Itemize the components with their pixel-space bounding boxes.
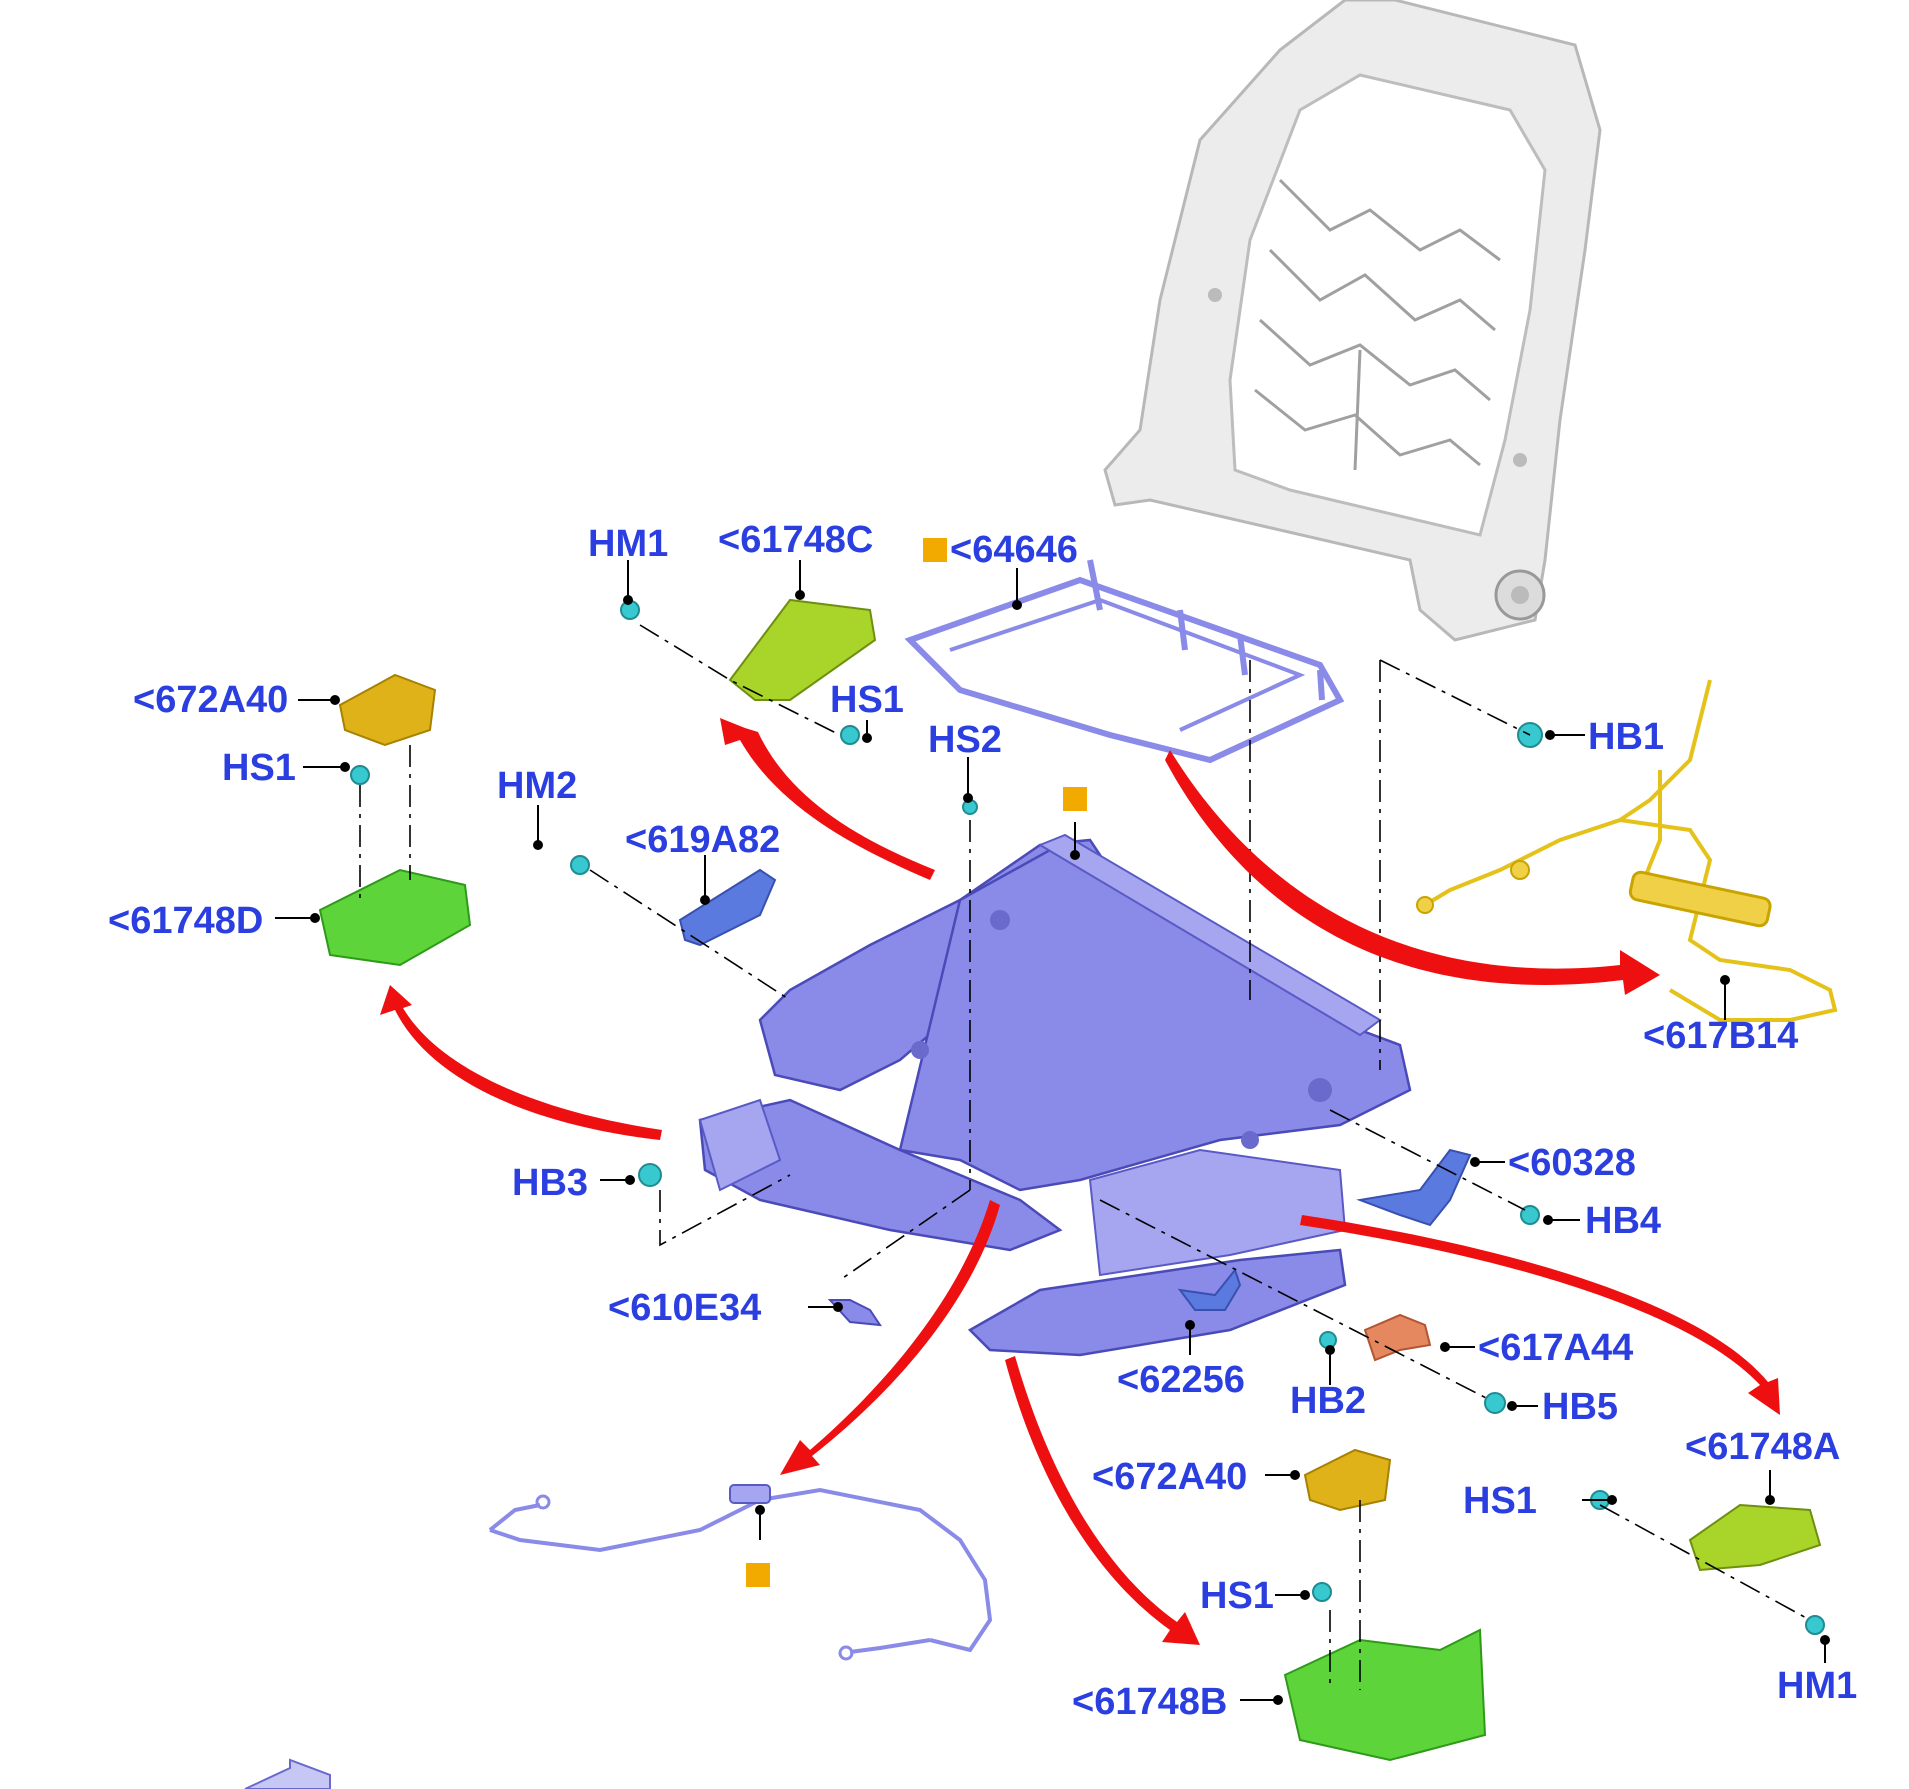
label-61748a: <61748A (1685, 1426, 1840, 1468)
trim-cover-61748d (318, 868, 472, 967)
direction-arrow-icon (244, 1758, 331, 1789)
label-hm2: HM2 (497, 765, 577, 807)
label-hb5: HB5 (1542, 1386, 1618, 1428)
screw-icon (350, 765, 370, 785)
label-hb1: HB1 (1588, 716, 1664, 758)
label-60328: <60328 (1508, 1142, 1636, 1184)
label-672a40-left: <672A40 (133, 679, 288, 721)
red-curved-arrow-icon (380, 985, 662, 1140)
red-curved-arrow-icon (720, 718, 935, 880)
screw-icon (1520, 1205, 1540, 1225)
orange-square-icon (746, 1563, 770, 1587)
part-labels: HM1 <61748C <64646 <672A40 HS1 HS2 HB1 H… (108, 519, 1857, 1723)
label-hs1-upper: HS1 (830, 679, 904, 721)
label-64646: <64646 (950, 529, 1078, 571)
red-curved-arrow-icon (1165, 750, 1660, 995)
bracket-61748a (1688, 1503, 1822, 1572)
screw-icon (570, 855, 590, 875)
screw-icon (638, 1163, 662, 1187)
screw-icon (1805, 1615, 1825, 1635)
label-hs1-left: HS1 (222, 747, 296, 789)
label-62256: <62256 (1117, 1359, 1245, 1401)
bracket-617a44 (1363, 1313, 1432, 1362)
bracket-61748c (728, 598, 877, 701)
label-619a82: <619A82 (625, 819, 780, 861)
label-61748b: <61748B (1072, 1681, 1227, 1723)
trim-cover-61748b (1283, 1628, 1487, 1762)
label-61748c: <61748C (718, 519, 873, 561)
label-617b14: <617B14 (1643, 1015, 1798, 1057)
bracket-619a82 (678, 868, 777, 947)
label-hs2: HS2 (928, 719, 1002, 761)
red-curved-arrow-icon (1300, 1215, 1780, 1415)
screw-icon (1484, 1392, 1506, 1414)
label-610e34: <610E34 (608, 1287, 761, 1329)
bracket-60328 (1356, 1148, 1472, 1227)
bracket-62256 (1177, 1267, 1242, 1311)
label-hb4: HB4 (1585, 1200, 1661, 1242)
wire-harness (1416, 679, 1838, 1022)
label-672a40-bottom: <672A40 (1092, 1456, 1247, 1498)
cap-672a40-left (338, 673, 437, 747)
orange-square-icon (923, 538, 947, 562)
cap-672a40-bottom (1303, 1448, 1392, 1512)
red-curved-arrow-icon (780, 1200, 1000, 1475)
release-cable (488, 1484, 993, 1661)
orange-square-icon (1063, 787, 1087, 811)
seat-cushion-frame (698, 833, 1412, 1357)
screw-icon (840, 725, 860, 745)
leader-lines (275, 560, 1830, 1705)
fasteners (350, 600, 1825, 1635)
red-curved-arrows (380, 718, 1780, 1645)
label-hs1-bottom: HS1 (1200, 1575, 1274, 1617)
label-617a44: <617A44 (1478, 1327, 1633, 1369)
label-hm1-top: HM1 (588, 523, 668, 565)
seat-back-frame (1103, 0, 1602, 642)
label-61748d: <61748D (108, 900, 263, 942)
label-hm1-bottom: HM1 (1777, 1665, 1857, 1707)
label-hb2: HB2 (1290, 1380, 1366, 1422)
screw-icon (1312, 1582, 1332, 1602)
seat-spring-mat (904, 559, 1345, 764)
alignment-lines (359, 624, 1811, 1690)
label-hb3: HB3 (512, 1162, 588, 1204)
label-hs1-right: HS1 (1463, 1480, 1537, 1522)
